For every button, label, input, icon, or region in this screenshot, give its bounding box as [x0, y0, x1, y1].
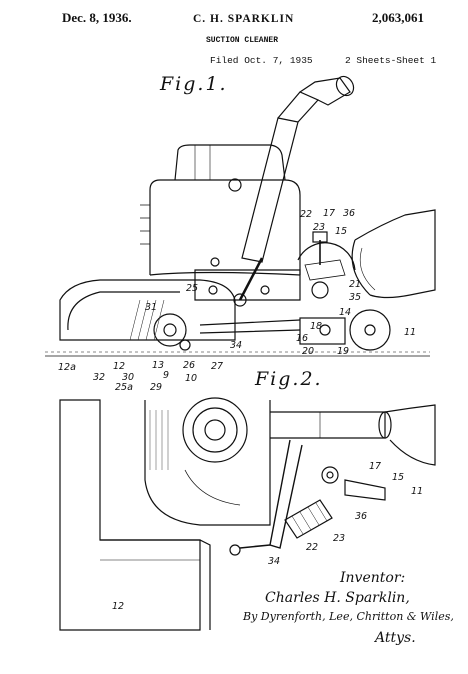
ref-29: 29 [150, 382, 163, 393]
ref-36: 36 [343, 208, 356, 219]
fig2-label: Fig.2. [255, 368, 323, 390]
filed-date: Filed Oct. 7, 1935 [210, 55, 313, 66]
ref-17-fig2: 17 [369, 461, 382, 472]
ref-22: 22 [300, 209, 313, 220]
inventor-signature: Charles H. Sparklin, [265, 590, 410, 606]
ref-27: 27 [211, 361, 224, 372]
fig1-drawing [45, 75, 436, 357]
sheet-count: 2 Sheets-Sheet 1 [345, 55, 437, 66]
ref-13: 13 [152, 360, 165, 371]
ref-14: 14 [339, 307, 352, 318]
ref-34-fig2: 34 [268, 556, 281, 567]
fig1-label: Fig.1. [160, 73, 228, 95]
ref-12-fig2: 12 [112, 601, 125, 612]
ref-21: 21 [349, 279, 362, 290]
ref-31: 31 [145, 302, 158, 313]
ref-16: 16 [296, 333, 309, 344]
ref-12a: 12a [58, 362, 76, 373]
ref-12: 12 [113, 361, 126, 372]
ref-17: 17 [323, 208, 336, 219]
ref-11-fig2: 11 [411, 486, 424, 497]
ref-18: 18 [310, 321, 323, 332]
ref-34: 34 [230, 340, 243, 351]
attys-label: Attys. [375, 630, 416, 646]
ref-15: 15 [335, 226, 348, 237]
ref-23: 23 [313, 222, 326, 233]
ref-35: 35 [349, 292, 362, 303]
ref-11: 11 [404, 327, 417, 338]
ref-19: 19 [337, 346, 350, 357]
ref-25a: 25a [115, 382, 133, 393]
ref-20: 20 [302, 346, 315, 357]
patent-number: 2,063,061 [372, 10, 424, 25]
patent-date: Dec. 8, 1936. [62, 10, 132, 25]
ref-10: 10 [185, 373, 198, 384]
ref-26: 26 [183, 360, 196, 371]
ref-22-fig2: 22 [306, 542, 319, 553]
attorneys-signature: By Dyrenforth, Lee, Chritton & Wiles, [243, 610, 454, 623]
ref-25: 25 [186, 283, 199, 294]
ref-23-fig2: 23 [333, 533, 346, 544]
inventor-label: Inventor: [340, 570, 406, 586]
ref-15-fig2: 15 [392, 472, 405, 483]
patent-title: SUCTION CLEANER [206, 36, 279, 45]
inventor-name-header: C. H. SPARKLIN [193, 13, 295, 25]
ref-32: 32 [93, 372, 106, 383]
fig2-drawing [59, 397, 436, 631]
ref-36-fig2: 36 [355, 511, 368, 522]
ref-30: 30 [122, 372, 135, 383]
ref-9: 9 [163, 370, 170, 381]
